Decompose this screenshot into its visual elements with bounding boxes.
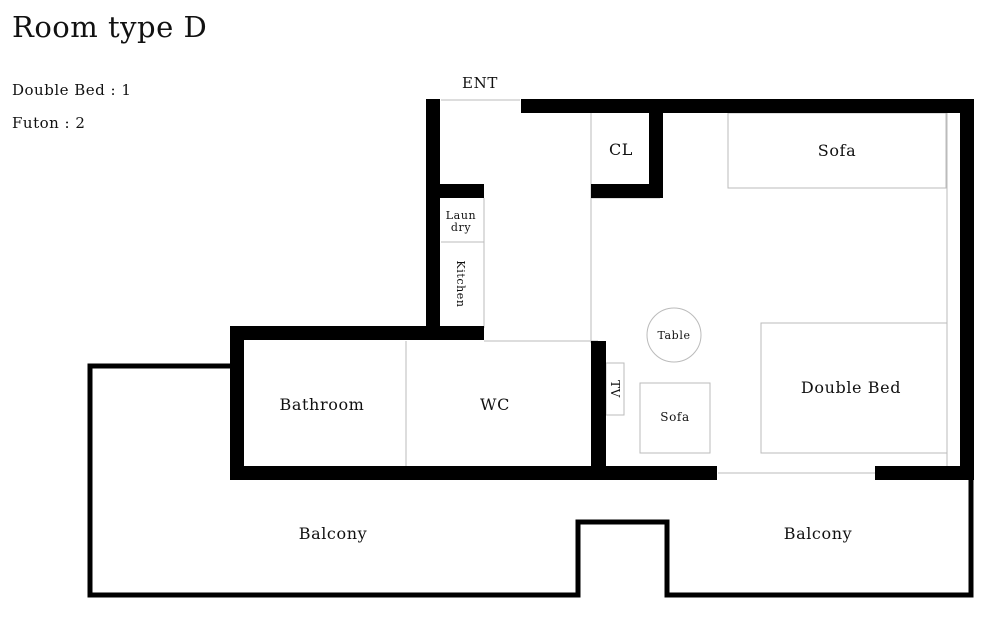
laundry-label-line2: dry <box>451 221 471 234</box>
walls <box>230 99 974 480</box>
sofa-top-label: Sofa <box>818 141 856 160</box>
tv-label: TV <box>608 380 622 398</box>
double-bed-count: Double Bed : 1 <box>12 81 132 99</box>
balcony-left-label: Balcony <box>299 524 368 543</box>
futon-count: Futon : 2 <box>12 114 86 132</box>
sofa-small-label: Sofa <box>660 410 689 424</box>
sofa-small <box>639 382 711 454</box>
entrance-label: ENT <box>462 74 498 92</box>
page-title: Room type D <box>12 10 208 44</box>
bathroom-label: Bathroom <box>280 395 365 414</box>
double-bed-label: Double Bed <box>801 378 901 397</box>
wc-label: WC <box>480 395 510 414</box>
double-bed <box>760 322 948 454</box>
kitchen-label: Kitchen <box>454 260 467 307</box>
closet-label: CL <box>609 140 633 159</box>
balcony-right-label: Balcony <box>784 524 853 543</box>
table-label: Table <box>657 329 690 342</box>
balcony-outline <box>87 363 974 598</box>
laundry-label-line1: Laun <box>446 209 476 222</box>
table <box>646 307 702 363</box>
furniture-outlines <box>405 99 948 474</box>
